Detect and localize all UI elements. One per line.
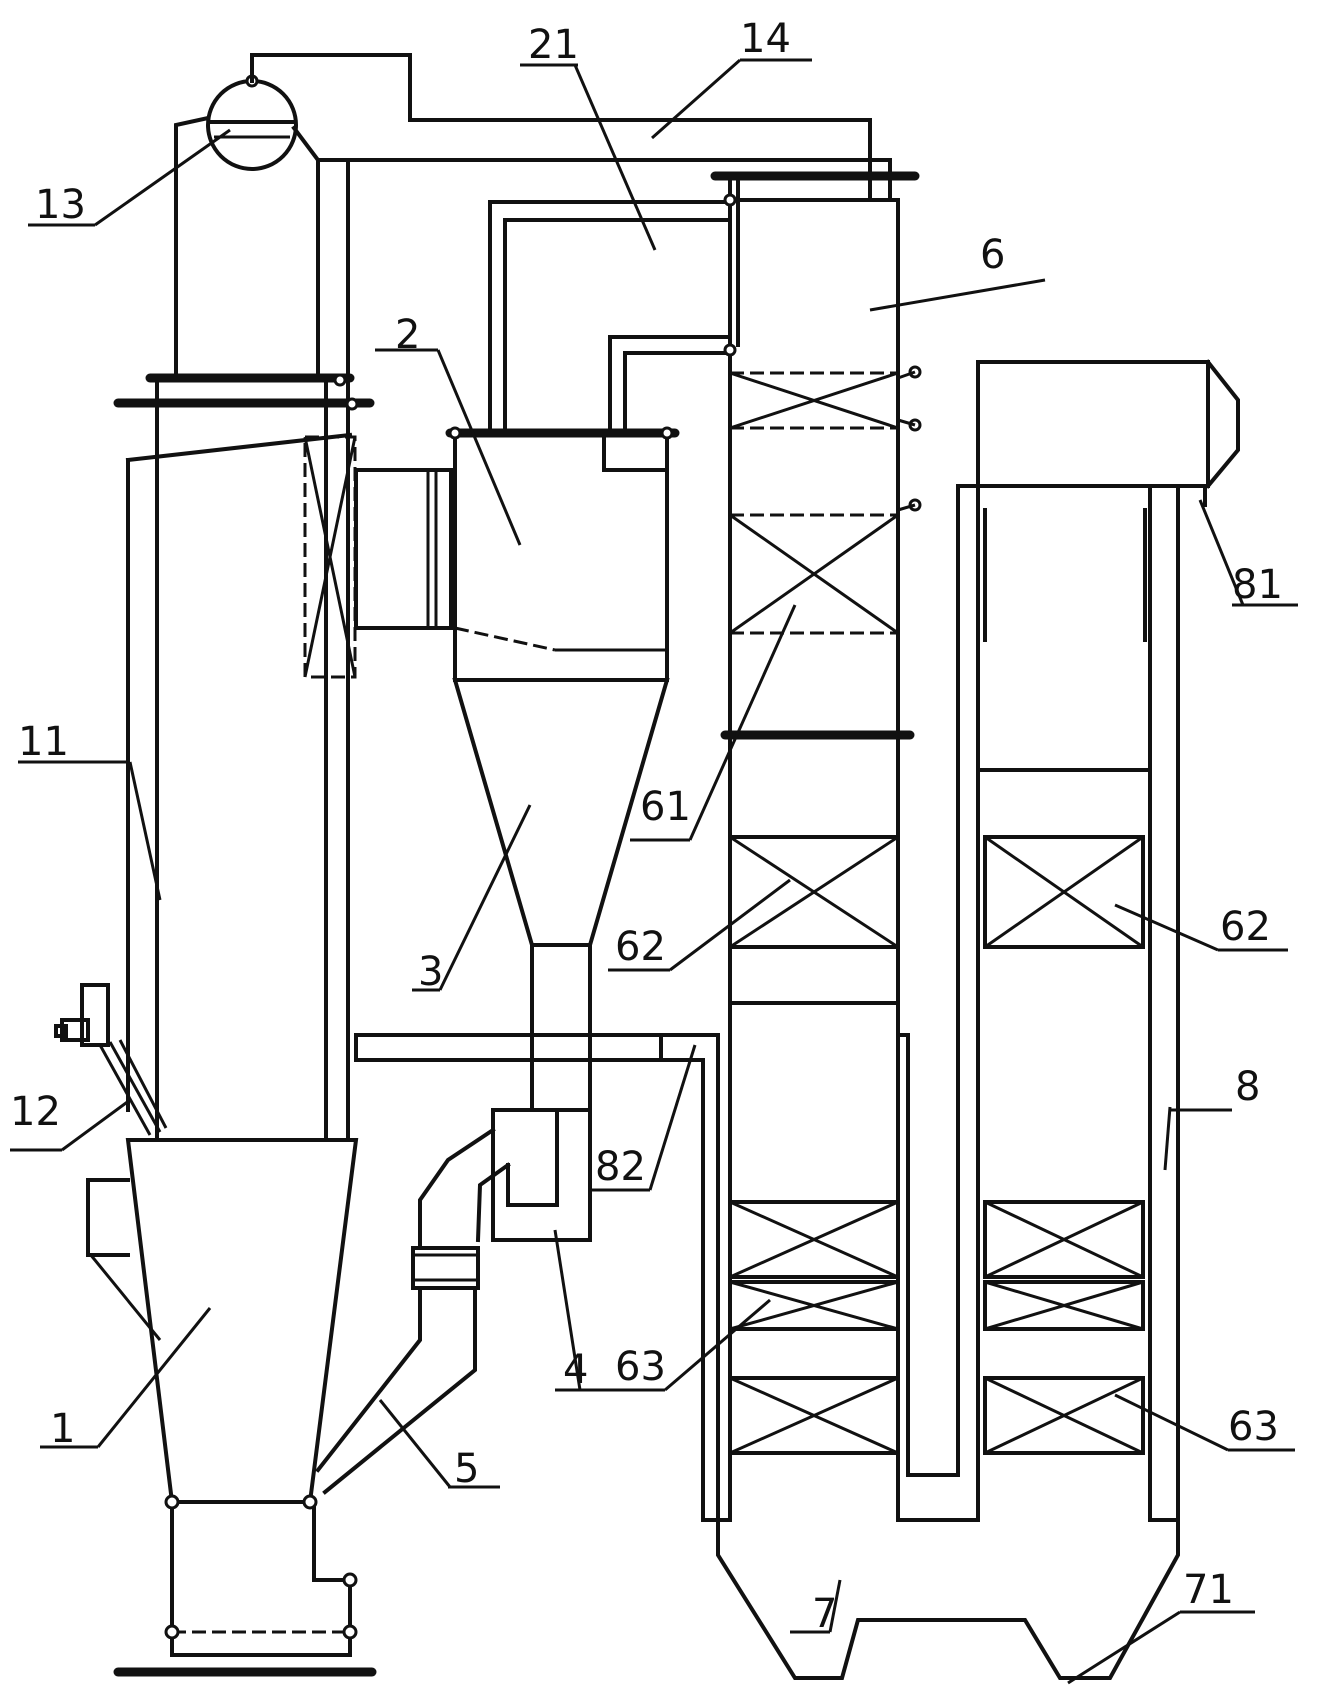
furnace-1 (86, 1138, 377, 1677)
label-4: 4 (563, 1347, 588, 1393)
label-6: 6 (980, 232, 1005, 278)
leaders (61, 58, 1245, 1685)
label-13: 13 (35, 182, 86, 228)
label-61: 61 (640, 784, 691, 830)
duct-21 (488, 200, 732, 435)
label-7: 7 (812, 1591, 837, 1637)
crossover-duct (896, 1033, 1180, 1522)
column-8 (956, 359, 1240, 1522)
label-82: 82 (595, 1144, 646, 1190)
tube-bank-61 (720, 513, 915, 740)
label-81: 81 (1232, 562, 1283, 608)
label-62-right: 62 (1220, 904, 1271, 950)
separator-2 (354, 426, 680, 682)
tube-bank-63-left (728, 1200, 900, 1455)
label-21: 21 (528, 22, 579, 68)
label-63-right: 63 (1228, 1404, 1279, 1450)
feeder-12 (54, 983, 168, 1136)
tube-bank-62-left (728, 835, 900, 1005)
label-14: 14 (740, 16, 791, 62)
label-62-left: 62 (615, 924, 666, 970)
tube-bank-62-right (983, 835, 1145, 949)
seal-4 (418, 1108, 592, 1248)
cone-3 (452, 678, 670, 1142)
tube-bank-63-right (983, 1200, 1145, 1455)
duct-82 (354, 1033, 732, 1522)
drum-13 (174, 53, 892, 374)
riser-11 (113, 158, 375, 1142)
return-leg-5 (315, 1246, 480, 1495)
label-1: 1 (50, 1406, 75, 1452)
label-71: 71 (1183, 1567, 1234, 1613)
label-12: 12 (10, 1089, 61, 1135)
label-63-left: 63 (615, 1344, 666, 1390)
label-3: 3 (418, 949, 443, 995)
hopper-7 (716, 1518, 1180, 1680)
label-11: 11 (18, 719, 69, 765)
label-8: 8 (1235, 1064, 1260, 1110)
label-set: 1 2 3 4 5 6 7 8 11 12 13 14 21 61 62 62 … (10, 16, 1298, 1637)
label-5: 5 (454, 1446, 479, 1492)
